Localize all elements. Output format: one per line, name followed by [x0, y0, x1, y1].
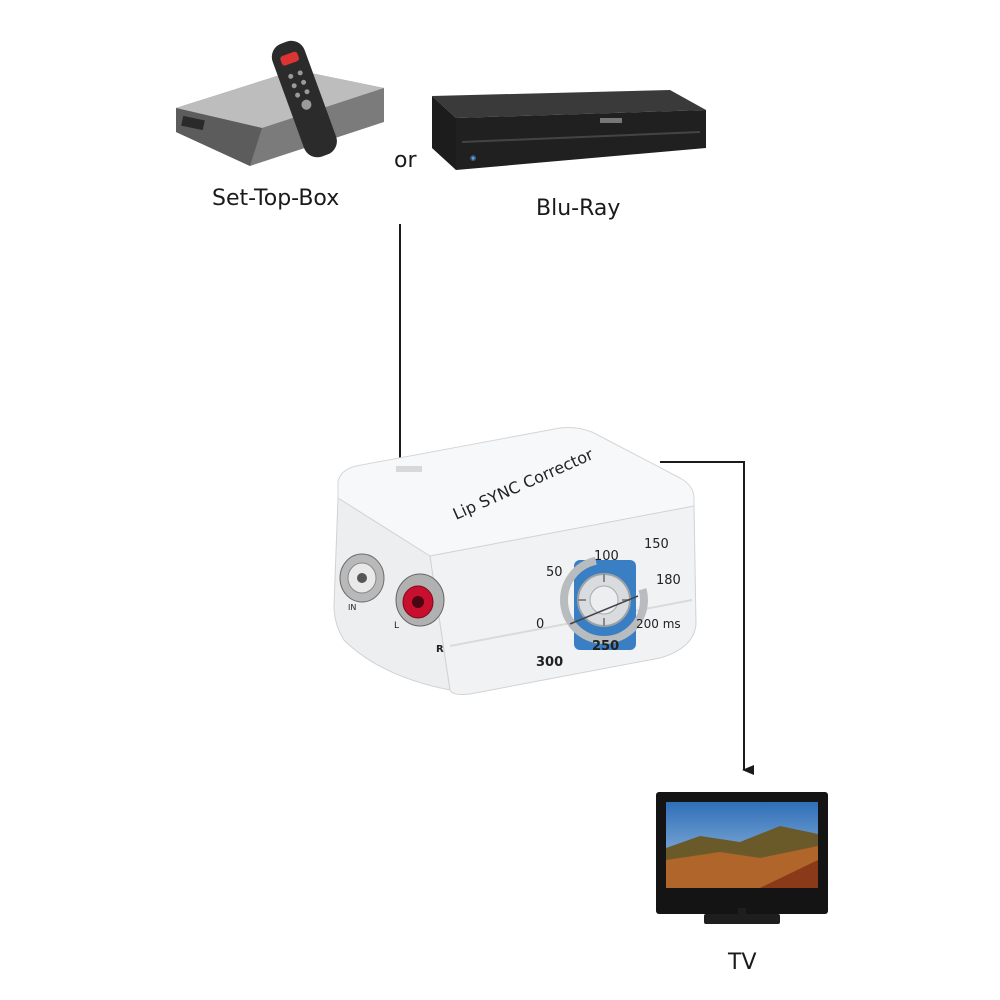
- dial-value-0: 0: [536, 617, 544, 632]
- tv-label: TV: [728, 950, 757, 975]
- port-r-label: R: [436, 644, 444, 655]
- dial-value-180: 180: [656, 573, 681, 588]
- port-l-label: L: [394, 621, 399, 631]
- dial-value-200: 200 ms: [636, 617, 681, 631]
- dial-value-100: 100: [594, 549, 619, 564]
- or-label: or: [394, 148, 417, 173]
- svg-text:◉: ◉: [470, 154, 476, 162]
- dial-value-300: 300: [536, 655, 563, 670]
- set-top-box-label: Set-Top-Box: [212, 186, 340, 211]
- dial-value-150: 150: [644, 537, 669, 552]
- rca-l-jack: [395, 573, 445, 627]
- delay-dial: [560, 556, 648, 650]
- dial-value-250: 250: [592, 639, 619, 654]
- dial-value-50: 50: [546, 565, 563, 580]
- port-in-label: IN: [348, 603, 356, 612]
- rca-in-jack: [339, 553, 385, 603]
- bluray-label: Blu-Ray: [536, 196, 621, 221]
- device-to-tv-arrow: [660, 461, 754, 775]
